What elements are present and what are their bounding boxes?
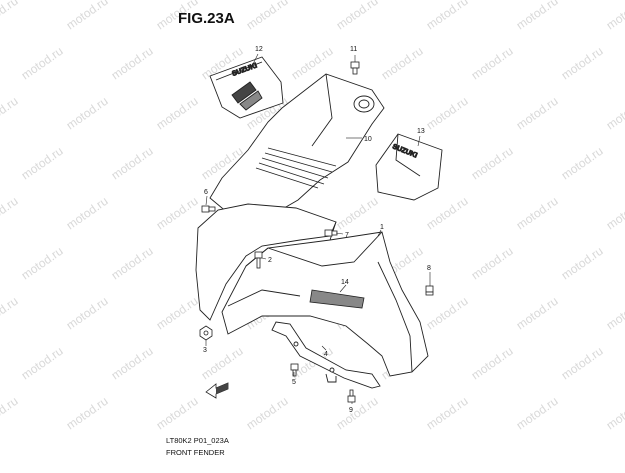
callout-2: 2 (268, 257, 272, 264)
watermark-text: motod.ru (0, 294, 21, 333)
watermark-text: motod.ru (424, 394, 471, 433)
watermark-text: motod.ru (514, 294, 561, 333)
callout-1: 1 (380, 224, 384, 231)
watermark-text: motod.ru (244, 0, 291, 32)
callout-8: 8 (427, 265, 431, 272)
watermark-text: motod.ru (64, 294, 111, 333)
watermark-text: motod.ru (424, 94, 471, 133)
emblem-14-shape (309, 289, 365, 309)
nut-3 (199, 325, 213, 341)
watermark-text: motod.ru (154, 94, 201, 133)
watermark-text: motod.ru (559, 344, 606, 383)
watermark-text: motod.ru (559, 244, 606, 283)
watermark-text: motod.ru (154, 194, 201, 233)
fasteners (199, 61, 434, 403)
watermark-text: motod.ru (154, 294, 201, 333)
callout-4: 4 (324, 351, 328, 358)
watermark-text: motod.ru (64, 194, 111, 233)
watermark-text: motod.ru (64, 394, 111, 433)
watermark-text: motod.ru (514, 394, 561, 433)
watermark-text: motod.ru (469, 344, 516, 383)
callout-11: 11 (350, 46, 357, 53)
watermark-text: motod.ru (109, 344, 156, 383)
brace-4-shape (271, 321, 381, 389)
decal-12-shape: SUZUKI (209, 56, 284, 119)
bolt-11 (350, 61, 360, 75)
callout-7: 7 (345, 232, 349, 239)
callout-12: 12 (255, 46, 263, 53)
callout-3: 3 (203, 347, 207, 354)
figure-title: FIG.23A (178, 10, 235, 27)
watermark-text: motod.ru (334, 394, 381, 433)
watermark-text: motod.ru (559, 44, 606, 83)
watermark-text: motod.ru (514, 94, 561, 133)
diagram-caption: FRONT FENDER (166, 448, 225, 457)
callout-6: 6 (204, 189, 208, 196)
watermark-text: motod.ru (334, 0, 381, 32)
watermark-text: motod.ru (604, 194, 625, 233)
watermark-text: motod.ru (0, 94, 21, 133)
watermark-text: motod.ru (469, 44, 516, 83)
watermark-text: motod.ru (109, 144, 156, 183)
leader-lines (205, 53, 431, 404)
bolt-6 (201, 205, 216, 213)
bolt-8 (425, 285, 434, 296)
watermark-text: motod.ru (604, 0, 625, 32)
watermark-text: motod.ru (19, 44, 66, 83)
watermark-text: motod.ru (64, 94, 111, 133)
callout-13: 13 (417, 128, 425, 135)
watermark-text: motod.ru (379, 44, 426, 83)
watermark-text: motod.ru (424, 0, 471, 32)
watermark-text: motod.ru (469, 144, 516, 183)
watermark-text: motod.ru (154, 394, 201, 433)
watermark-text: motod.ru (604, 294, 625, 333)
diagram-code: LT80K2 P01_023A (166, 436, 229, 445)
bolt-7 (324, 229, 338, 237)
watermark-text: motod.ru (424, 194, 471, 233)
callout-labels: 12 11 10 13 6 7 1 2 8 14 3 4 5 9 (203, 46, 431, 414)
watermark-text: motod.ru (604, 394, 625, 433)
watermark-text: motod.ru (244, 394, 291, 433)
callout-9: 9 (349, 407, 353, 414)
watermark-text: motod.ru (424, 294, 471, 333)
watermark-text: motod.ru (64, 0, 111, 32)
watermark-text: motod.ru (514, 0, 561, 32)
watermark-text: motod.ru (334, 194, 381, 233)
watermark-text: motod.ru (514, 194, 561, 233)
front-direction-arrow-icon (205, 382, 229, 399)
watermark-text: motod.ru (0, 0, 21, 32)
bolt-2 (254, 251, 263, 269)
watermark-text: motod.ru (604, 94, 625, 133)
bolt-9 (347, 389, 356, 403)
decal-13-shape: SUZUKI (375, 133, 443, 201)
callout-5: 5 (292, 379, 296, 386)
watermark-text: motod.ru (0, 194, 21, 233)
callout-10: 10 (364, 136, 372, 143)
watermark-text: motod.ru (109, 244, 156, 283)
watermark-text: motod.ru (19, 344, 66, 383)
callout-14: 14 (341, 279, 349, 286)
watermark-text: motod.ru (0, 394, 21, 433)
watermark-text: motod.ru (19, 244, 66, 283)
watermark-text: motod.ru (109, 44, 156, 83)
watermark-text: motod.ru (19, 144, 66, 183)
bolt-5 (290, 363, 299, 377)
watermark-text: motod.ru (559, 144, 606, 183)
watermark-text: motod.ru (469, 244, 516, 283)
